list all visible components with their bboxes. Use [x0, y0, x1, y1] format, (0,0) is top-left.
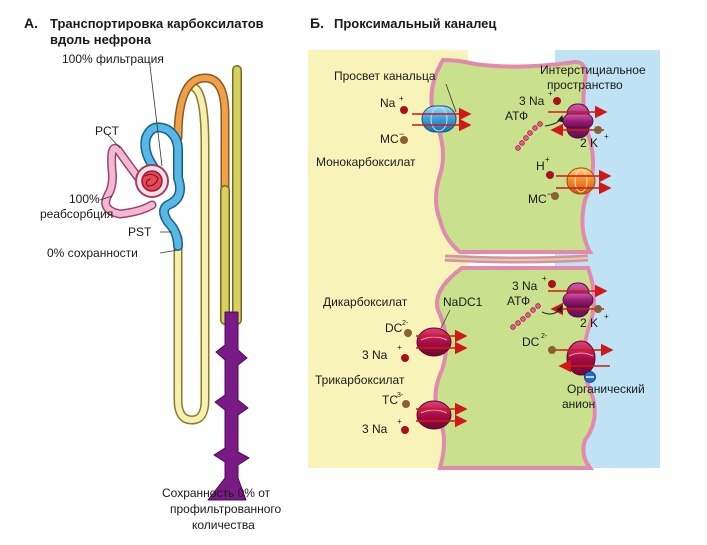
label-h-plus: +	[545, 155, 550, 164]
label-na3-mid-plus: +	[542, 274, 547, 283]
nadc1-transporter	[416, 327, 452, 357]
label-interstitial: Интерстициальное	[540, 63, 646, 77]
panel-a-letter: А.	[24, 15, 38, 31]
panel-b-letter: Б.	[310, 15, 324, 31]
label-nadc1: NaDC1	[443, 295, 483, 309]
k2-dot-mid	[594, 305, 602, 313]
label-k2-top-plus: +	[604, 132, 609, 141]
monocarboxylate-transporter	[421, 105, 457, 133]
label-na3-tc-plus: +	[397, 417, 402, 426]
na3-dot-mid	[548, 280, 556, 288]
label-mc-top: MC	[380, 132, 399, 146]
label-k2-mid-plus: +	[604, 312, 609, 321]
label-lumen: Просвет канальца	[334, 69, 436, 83]
panel-a: А. Транспортировка карбоксилатов вдоль н…	[24, 15, 282, 532]
label-dicarboxylate: Дикарбоксилат	[323, 295, 408, 309]
label-mc-top-minus: −	[399, 129, 404, 139]
label-mc-right: MC	[528, 192, 547, 206]
label-na3-top-plus: +	[548, 89, 553, 98]
bottom-label-line3: количества	[192, 518, 255, 532]
label-reabsorption-pct: 100%	[69, 192, 100, 206]
nephron-diagram	[101, 65, 250, 501]
mc-ion-dot	[400, 136, 408, 144]
panel-b: Б. Проксимальный каналец Просвет канальц…	[308, 15, 660, 470]
label-na-top-plus: +	[399, 94, 404, 103]
label-tricarboxylate: Трикарбоксилат	[315, 373, 405, 387]
label-mc-right-minus: −	[547, 189, 552, 199]
atp-arrow-lower	[541, 305, 563, 315]
k2-dot-top	[594, 126, 602, 134]
tricarboxylate-transporter	[416, 400, 452, 430]
organic-anion-exchanger	[566, 340, 596, 376]
lumen-leader	[445, 83, 457, 113]
label-organic: Органический	[567, 382, 645, 396]
mc-right-dot	[551, 192, 559, 200]
panel-a-leaders	[99, 65, 227, 500]
label-zero-retention: 0% сохранности	[47, 246, 138, 260]
na3-tc-dot	[401, 426, 409, 434]
label-atp-top: АТФ	[505, 109, 528, 123]
label-anion: анион	[562, 397, 595, 411]
glomerulus	[141, 170, 163, 192]
label-monocarboxylate: Монокарбоксилат	[316, 155, 416, 169]
label-k2-mid: 2 K	[580, 316, 598, 330]
h-ion-dot	[546, 171, 554, 179]
na3-dc-dot	[401, 354, 409, 362]
label-na3-top: 3 Na	[519, 94, 545, 108]
atp-chain-upper	[515, 121, 543, 151]
label-atp-mid: АТФ	[507, 294, 530, 308]
dc-left-dot	[404, 329, 412, 337]
atp-arrow-upper	[544, 115, 564, 127]
label-na3-mid: 3 Na	[512, 279, 538, 293]
nadc1-leader	[439, 309, 451, 331]
label-dc-right-charge: 2-	[541, 333, 548, 340]
label-dc-right: DC	[522, 335, 540, 349]
na-ion-dot	[400, 106, 408, 114]
label-pst: PST	[128, 225, 152, 239]
bottom-label-line1: Сохранность 0% от	[162, 486, 271, 500]
label-tc-charge: 3-	[397, 392, 404, 399]
h-mc-transporter	[566, 167, 596, 195]
na3-dot-top	[553, 97, 561, 105]
label-pct: PCT	[95, 124, 120, 138]
tc-dot	[402, 400, 410, 408]
panel-a-title-line2: вдоль нефрона	[50, 32, 152, 47]
cell-upper	[429, 57, 596, 254]
label-tc: TC	[382, 393, 398, 407]
label-dc-left: DC	[385, 321, 403, 335]
panel-a-title-line1: Транспортировка карбоксилатов	[50, 16, 264, 31]
label-filtration: 100% фильтрация	[62, 52, 164, 66]
label-na3-dc: 3 Na	[362, 348, 388, 362]
bottom-label-line2: профильтрованного	[170, 502, 282, 516]
label-dc-left-charge: 2-	[402, 320, 409, 327]
label-na3-dc-plus: +	[397, 343, 402, 352]
label-reabsorption: реабсорбция	[40, 207, 113, 221]
atp-chain-lower	[510, 303, 541, 330]
label-na-top: Na	[380, 96, 396, 110]
panel-b-title: Проксимальный каналец	[334, 16, 496, 31]
label-interstitial-space: пространство	[547, 78, 623, 92]
dc-right-dot	[548, 346, 556, 354]
label-h: H	[536, 159, 545, 173]
label-k2-top: 2 K	[580, 136, 598, 150]
purple-segment	[207, 311, 250, 501]
label-na3-tc: 3 Na	[362, 422, 388, 436]
